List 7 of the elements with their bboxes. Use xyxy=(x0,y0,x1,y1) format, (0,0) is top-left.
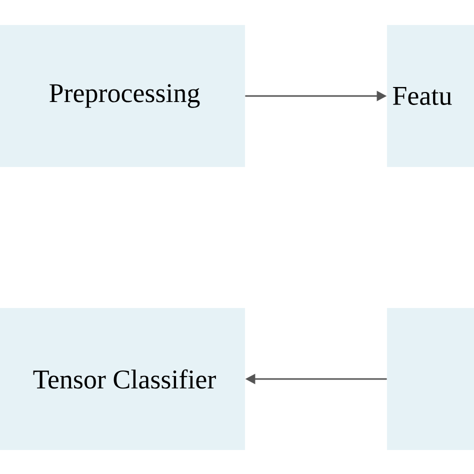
process-box xyxy=(0,308,245,450)
process-box xyxy=(387,25,474,167)
process-box xyxy=(0,25,245,167)
process-box xyxy=(387,308,474,450)
node-label: Featu xyxy=(392,87,452,105)
node-label: Tensor Classifier xyxy=(33,369,216,389)
node-label: Preprocessing xyxy=(50,84,200,108)
